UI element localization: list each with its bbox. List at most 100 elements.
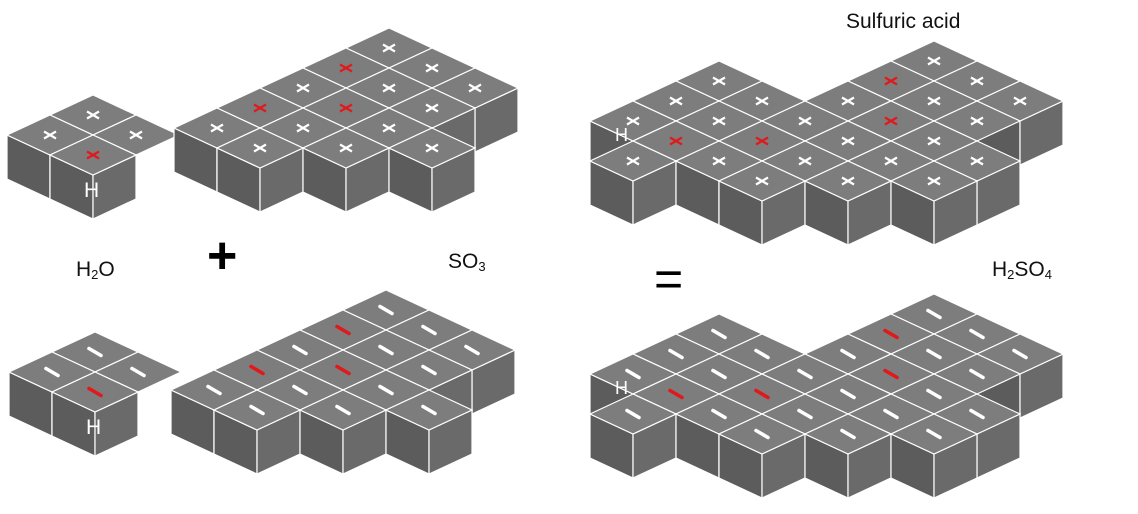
hydrogen-atom-label: H (86, 416, 101, 439)
cross-mark (1013, 96, 1027, 106)
h2o-dash-model: H (7, 331, 183, 457)
dash-mark (883, 368, 899, 380)
dash-mark (840, 348, 856, 360)
dash-mark (335, 404, 351, 416)
cube (215, 127, 305, 213)
dash-mark (840, 388, 856, 400)
cube (588, 140, 678, 226)
h2so4-cross-model: H (588, 40, 1065, 246)
dash-mark (249, 404, 265, 416)
cross-mark (970, 76, 984, 86)
cross-mark (755, 176, 769, 186)
cross-mark (841, 176, 855, 186)
dash-mark (130, 366, 146, 378)
dash-mark (969, 408, 985, 420)
cross-mark (970, 116, 984, 126)
cross-mark (86, 110, 100, 120)
h2o-cross-model: H (5, 94, 181, 220)
dash-mark (797, 368, 813, 380)
hydrogen-atom-label: H (615, 378, 628, 398)
cross-mark (425, 143, 439, 153)
cross-mark (626, 156, 640, 166)
dash-mark (421, 404, 437, 416)
cross-mark (210, 123, 224, 133)
hydrogen-atom-label: H (615, 125, 628, 145)
dash-mark (378, 344, 394, 356)
cross-mark (339, 143, 353, 153)
dash-mark (926, 348, 942, 360)
cross-mark (253, 143, 267, 153)
dash-mark (926, 428, 942, 440)
cross-mark (712, 116, 726, 126)
cube (717, 160, 807, 246)
dash-mark (711, 368, 727, 380)
dash-mark (668, 388, 684, 400)
so3-cross-model (172, 27, 520, 213)
dash-mark (464, 344, 480, 356)
cube (298, 389, 388, 475)
cross-mark (884, 116, 898, 126)
dash-mark (335, 324, 351, 336)
cross-mark (425, 103, 439, 113)
cross-mark (339, 63, 353, 73)
cube (803, 413, 893, 499)
dash-mark (378, 304, 394, 316)
dash-mark (625, 408, 641, 420)
hydrogen-atom-label: H (84, 179, 99, 202)
dash-mark (87, 386, 103, 398)
h2o-label: H2O (76, 258, 115, 282)
dash-mark (206, 384, 222, 396)
dash-mark (711, 408, 727, 420)
cross-mark (927, 136, 941, 146)
cross-mark (970, 156, 984, 166)
dash-mark (926, 388, 942, 400)
cross-mark (712, 156, 726, 166)
cross-mark (425, 63, 439, 73)
dash-mark (754, 428, 770, 440)
cross-mark (712, 76, 726, 86)
cross-mark (296, 123, 310, 133)
dash-mark (883, 408, 899, 420)
cross-mark (798, 116, 812, 126)
cross-mark (927, 96, 941, 106)
cross-mark (927, 176, 941, 186)
cube (717, 413, 807, 499)
cross-mark (382, 123, 396, 133)
so3-label: SO3 (448, 250, 486, 274)
dash-mark (87, 346, 103, 358)
cross-mark (626, 116, 640, 126)
cross-mark (884, 76, 898, 86)
cube (384, 389, 474, 475)
dash-mark (711, 328, 727, 340)
cross-mark (382, 43, 396, 53)
cross-mark (43, 130, 57, 140)
dash-mark (754, 348, 770, 360)
dash-mark (840, 428, 856, 440)
cube (889, 160, 979, 246)
cube (387, 127, 477, 213)
cross-mark (382, 83, 396, 93)
cross-mark (669, 96, 683, 106)
dash-mark (625, 368, 641, 380)
cube (212, 389, 302, 475)
cross-mark (927, 56, 941, 66)
dash-mark (249, 364, 265, 376)
cross-mark (296, 83, 310, 93)
cube (889, 413, 979, 499)
dash-mark (378, 384, 394, 396)
dash-mark (969, 328, 985, 340)
cross-mark (468, 83, 482, 93)
dash-mark (1012, 348, 1028, 360)
cross-mark (798, 156, 812, 166)
cross-mark (841, 136, 855, 146)
dash-mark (883, 328, 899, 340)
cross-mark (86, 150, 100, 160)
cube (588, 393, 678, 479)
cube (48, 134, 138, 220)
h2so4-label: H2SO4 (992, 258, 1052, 282)
dash-mark (926, 308, 942, 320)
sulfuric-acid-title: Sulfuric acid (846, 10, 961, 33)
dash-mark (292, 344, 308, 356)
cross-mark (129, 130, 143, 140)
